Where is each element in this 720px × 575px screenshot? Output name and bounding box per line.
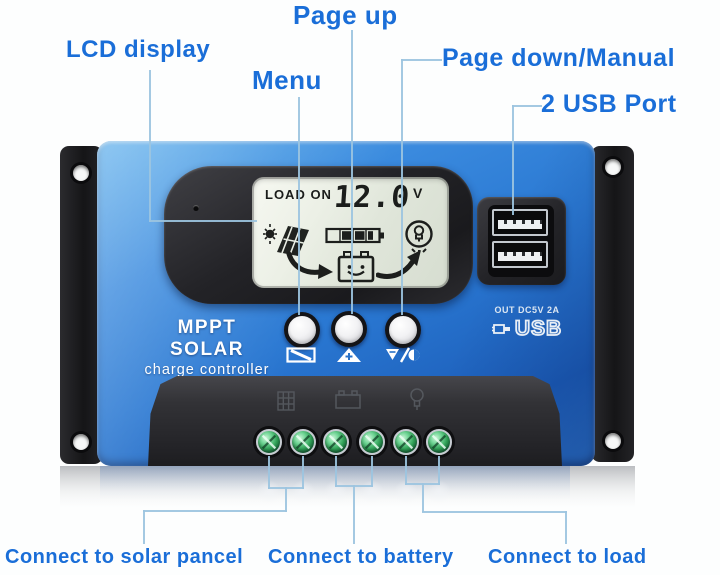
terminal-cover	[148, 376, 562, 466]
battery-smiley-icon	[337, 251, 375, 283]
terminal-screw-battery-plus	[323, 429, 349, 455]
brand-name: MPPT SOLAR	[170, 317, 244, 360]
leader-page-down-vertical	[401, 59, 403, 315]
leader-solar-bracket	[302, 456, 304, 489]
callout-menu: Menu	[252, 65, 322, 95]
leader-lcd-horizontal	[149, 220, 257, 222]
leader-load-drop	[565, 511, 567, 544]
leader-lcd-vertical	[149, 70, 151, 222]
leader-page-up	[351, 30, 353, 314]
battery-emboss-icon	[335, 390, 361, 409]
menu-button	[284, 312, 320, 348]
load-battery-icon	[286, 347, 316, 363]
callout-usb-ports: 2 USB Port	[541, 90, 677, 118]
usb-logo: USB	[485, 316, 569, 341]
terminal-screw-battery-minus	[359, 429, 385, 455]
plus-triangle-icon	[337, 348, 361, 362]
callout-lcd-display: LCD display	[66, 36, 211, 63]
leader-usb-vertical	[512, 105, 514, 215]
leader-menu	[298, 97, 300, 315]
leader-solar-stem	[285, 487, 287, 512]
screw-hole-top-left	[73, 165, 89, 181]
left-mounting-plate	[60, 146, 103, 464]
terminal-screw-solar-minus	[290, 429, 316, 455]
usb-recess	[488, 205, 554, 277]
terminal-screw-load-plus	[393, 429, 419, 455]
lcd-status-text: LOAD ON	[265, 187, 332, 202]
lcd-screen: LOAD ON 12.0 V	[252, 177, 449, 288]
callout-connect-load: Connect to load	[488, 546, 647, 568]
leader-battery-bracket	[335, 456, 337, 487]
callout-connect-solar: Connect to solar pancel	[5, 546, 244, 568]
screw-hole-bottom-left	[73, 434, 89, 450]
minus-triangle-slash-moon-icon	[386, 347, 420, 363]
terminal-screw-load-minus	[426, 429, 452, 455]
leader-load-bracket	[405, 456, 407, 485]
usb-output-spec: OUT DC5V 2A	[494, 305, 560, 315]
page-down-button	[385, 312, 421, 348]
callout-page-down-manual: Page down/Manual	[442, 44, 676, 72]
callout-page-up: Page up	[293, 0, 398, 30]
terminal-screw-solar-plus	[256, 429, 282, 455]
leader-solar-bracket	[268, 456, 270, 489]
usb-module	[477, 197, 566, 285]
leader-battery-bracket	[371, 456, 373, 487]
leader-load-stem	[422, 483, 424, 512]
usb-logo-text: USB	[514, 316, 563, 341]
usb-port-1	[492, 209, 548, 236]
screw-hole-bottom-right	[605, 433, 621, 449]
usb-port-2	[492, 241, 548, 268]
callout-connect-battery: Connect to battery	[268, 546, 454, 568]
leader-solar-drop	[143, 510, 145, 544]
usb-tongue	[498, 252, 542, 261]
screw-hole-top-right	[605, 159, 621, 175]
leader-load-bracket	[438, 456, 440, 485]
leader-page-down-horizontal	[401, 59, 442, 61]
brand-subtitle: charge controller	[144, 362, 270, 378]
usb-plug-icon	[491, 324, 510, 334]
indicator-hole	[193, 205, 199, 211]
flow-arrow-right-icon	[376, 250, 421, 279]
leader-battery-stem	[353, 485, 355, 544]
bulb-emboss-icon	[410, 388, 424, 410]
brand-print: MPPT SOLAR charge controller	[138, 317, 276, 378]
flow-arrow-left-icon	[286, 251, 333, 279]
solar-panel-emboss-icon	[277, 391, 295, 411]
solar-panel-icon	[263, 224, 309, 256]
lcd-voltage-value: 12.0	[332, 180, 412, 215]
reflection-fade	[60, 466, 635, 570]
leader-usb-horizontal	[512, 105, 542, 107]
leader-load-horizontal	[422, 511, 567, 513]
right-mounting-plate	[591, 146, 634, 462]
leader-solar-horizontal	[143, 510, 287, 512]
page-up-button	[331, 311, 367, 347]
usb-tongue	[498, 220, 542, 229]
lcd-voltage-unit: V	[413, 185, 423, 201]
battery-level-icon	[325, 227, 384, 244]
